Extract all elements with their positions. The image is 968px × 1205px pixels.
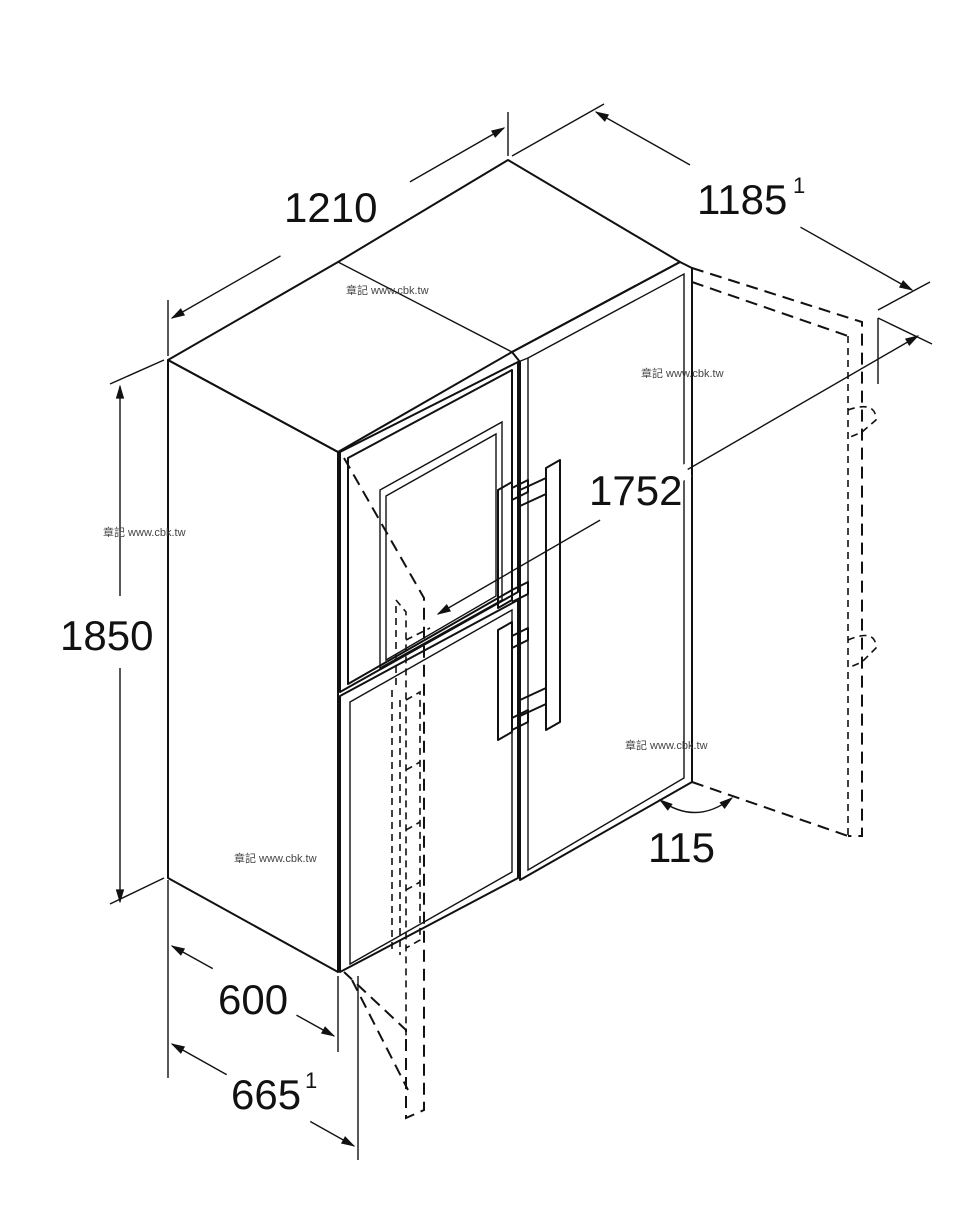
depth-label: 1185 (697, 176, 787, 223)
side-depth-door-note-superscript: 1 (305, 1068, 317, 1093)
diagonal-label: 1752 (589, 467, 682, 514)
height-label: 1850 (60, 612, 153, 659)
left-lower-handle (497, 621, 529, 741)
watermark-text: 章記 www.cbk.tw (346, 283, 429, 297)
left-door-lower-frame (349, 608, 513, 966)
left-door-upper (339, 361, 519, 693)
width-label: 1210 (284, 184, 377, 231)
watermarks: 章記 www.cbk.tw 章記 www.cbk.tw 章記 www.cbk.t… (103, 283, 724, 865)
watermark-text: 章記 www.cbk.tw (625, 738, 708, 752)
wine-door-glass-inner (385, 432, 497, 662)
left-door-upper-frame (347, 369, 513, 685)
side-depth-label: 600 (218, 976, 288, 1023)
door-angle-label: 115 (648, 824, 715, 871)
cabinet-side-panel (167, 359, 339, 973)
door-angle-arc (658, 797, 734, 814)
top-divider (337, 261, 513, 353)
handles (497, 459, 561, 741)
right-door-frame (527, 272, 685, 872)
left-door-lower (339, 599, 519, 973)
door-swing-left (343, 457, 431, 1120)
dimension-labels: 1210 1185 1 1850 1752 600 665 1 115 (60, 173, 805, 1118)
watermark-text: 章記 www.cbk.tw (641, 366, 724, 380)
dimension-lines (109, 103, 933, 1160)
watermark-text: 章記 www.cbk.tw (234, 851, 317, 865)
watermark-text: 章記 www.cbk.tw (103, 525, 186, 539)
depth-note-superscript: 1 (793, 173, 805, 198)
right-door (511, 261, 693, 881)
door-swing-right (691, 267, 877, 837)
cabinet (167, 159, 693, 973)
side-depth-door-label: 665 (231, 1071, 301, 1118)
